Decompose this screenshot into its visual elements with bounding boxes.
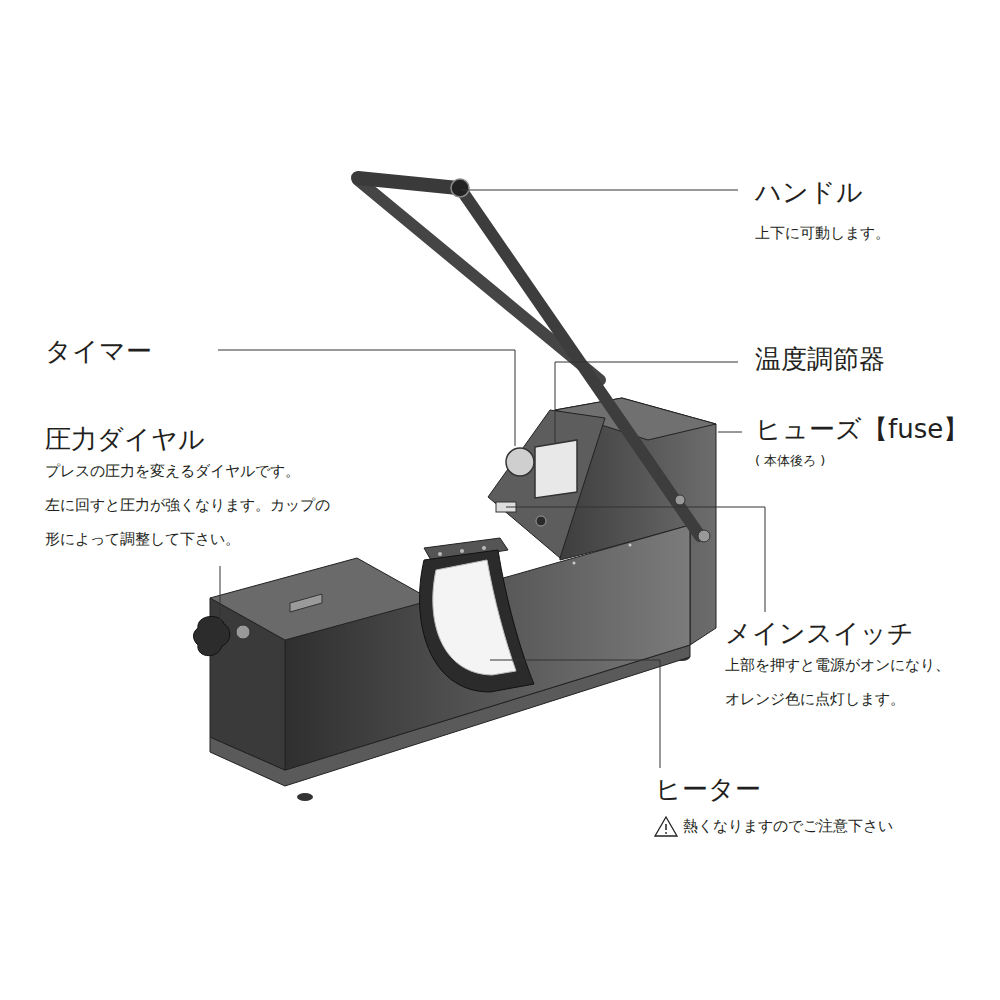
- warning-symbol: [655, 817, 677, 836]
- part-name: ヒーター: [655, 774, 761, 805]
- box-top: [210, 558, 432, 640]
- bolt: [698, 530, 710, 542]
- knob: [536, 516, 546, 526]
- control-panel: [488, 410, 605, 558]
- rivet: [629, 544, 632, 547]
- pressure-dial: [194, 616, 230, 655]
- rivet: [573, 562, 576, 565]
- warning-note: 熱くなりますのでご注意下さい: [683, 817, 893, 835]
- part-note: ( 本体後ろ ): [755, 453, 825, 469]
- part-name: タイマー: [45, 336, 152, 367]
- dial-nut: [236, 625, 250, 639]
- timer-dial: [506, 448, 534, 476]
- thermostat: [535, 440, 577, 498]
- heater-inner: [433, 560, 516, 675]
- part-name: ヒューズ【fuse】: [755, 414, 969, 445]
- leader-lines: [218, 190, 765, 768]
- part-note: 上部を押すと電源がオンになり、 オレンジ色に点灯します。: [725, 648, 987, 716]
- handle-bar: [358, 178, 458, 188]
- part-note: プレスの圧力を変えるダイヤルです。 左に回すと圧力が強くなります。カップの 形に…: [45, 454, 360, 556]
- part-name: 圧力ダイヤル: [45, 424, 205, 455]
- foot: [297, 793, 313, 801]
- part-name: 温度調節器: [755, 344, 885, 375]
- bolt: [675, 495, 685, 505]
- heater-band: [420, 550, 534, 692]
- part-note: 上下に可動します。: [755, 224, 890, 242]
- handle-end: [451, 179, 469, 197]
- part-name: メインスイッチ: [725, 618, 914, 649]
- part-name: ハンドル: [755, 177, 863, 208]
- slot: [290, 594, 322, 612]
